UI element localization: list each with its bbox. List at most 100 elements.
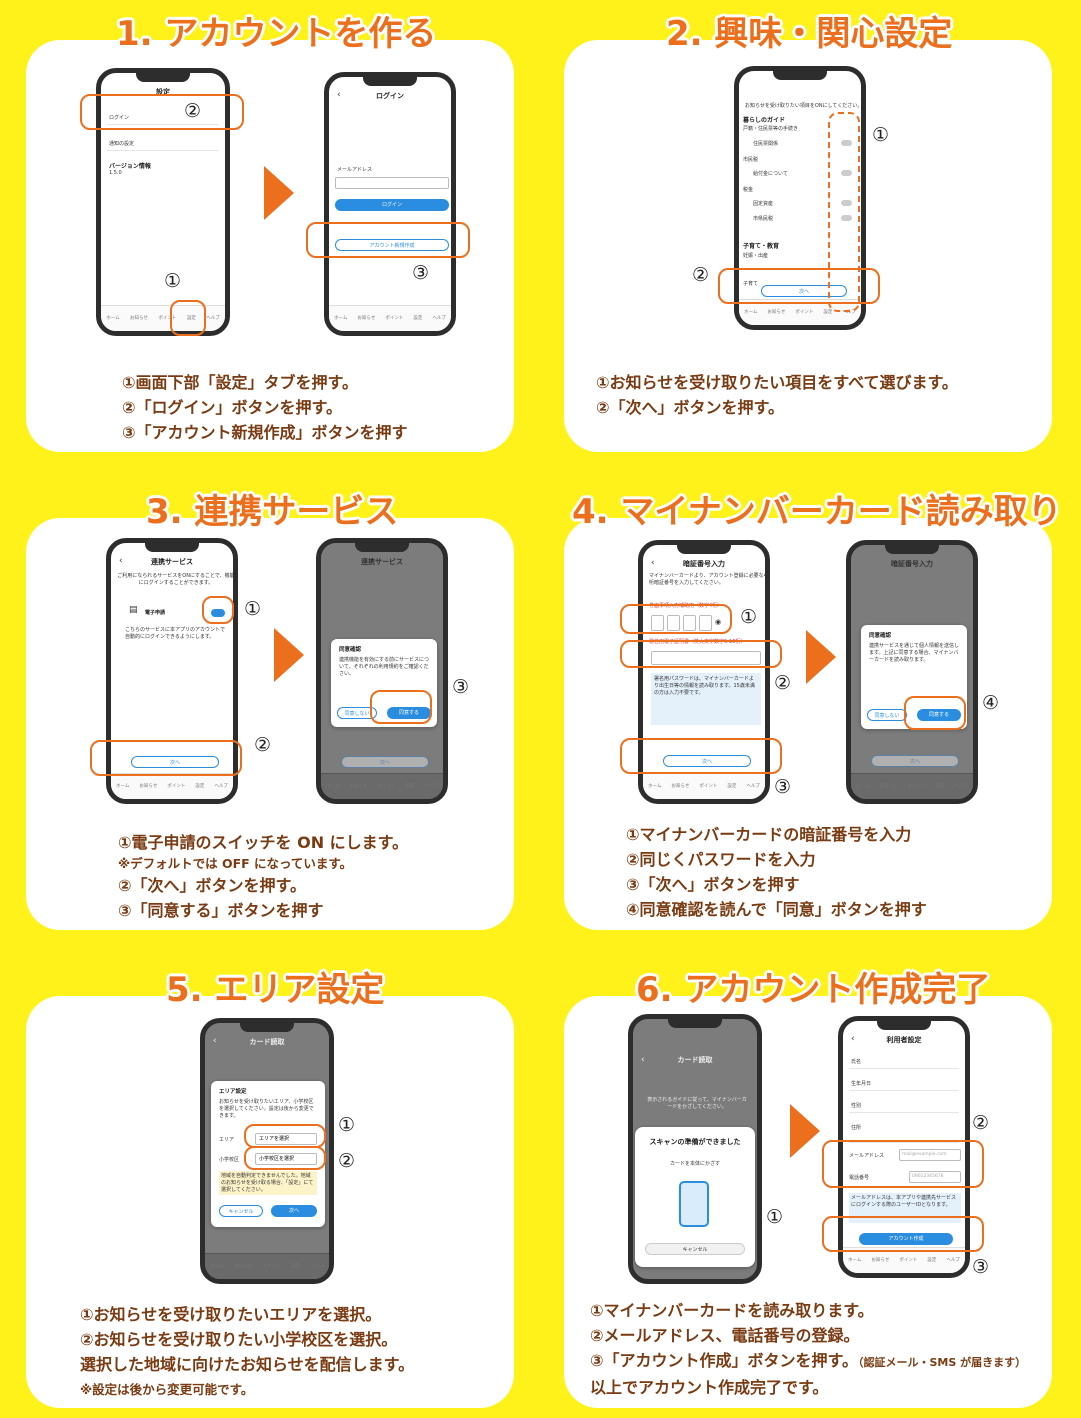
toggle-resident-card[interactable]	[841, 140, 852, 146]
back-icon[interactable]: ‹	[651, 558, 655, 568]
create-account-button[interactable]: アカウント新規作成	[335, 239, 449, 251]
tab-points[interactable]: ポイント	[158, 316, 177, 321]
cancel-button[interactable]: キャンセル	[219, 1205, 263, 1217]
tab-news[interactable]: お知らせ	[357, 316, 376, 321]
tab-points[interactable]: ポイント	[699, 784, 718, 789]
back-icon[interactable]: ‹	[337, 90, 341, 100]
birth-label: 生年月日	[851, 1081, 872, 1087]
desc-line: ④同意確認を読んで「同意」ボタンを押す	[626, 900, 927, 919]
tab-settings[interactable]: 設定	[405, 784, 415, 789]
agree-button[interactable]: 同意する	[387, 707, 431, 719]
highlight-toggle	[202, 596, 234, 624]
next-button[interactable]: 次へ	[271, 1205, 317, 1217]
toggle-resident-tax[interactable]	[841, 215, 852, 221]
tab-home[interactable]: ホーム	[334, 316, 348, 321]
tab-help[interactable]: ヘルプ	[746, 784, 760, 789]
back-icon[interactable]: ‹	[641, 1055, 645, 1065]
tab-settings[interactable]: 設定	[935, 784, 945, 789]
tab-help[interactable]: ヘルプ	[424, 784, 438, 789]
email-field[interactable]: mail@example.com	[899, 1149, 961, 1161]
pin-digit[interactable]	[683, 615, 696, 631]
next-button[interactable]: 次へ	[761, 285, 847, 297]
tab-help[interactable]: ヘルプ	[946, 1258, 960, 1263]
tab-home[interactable]: ホーム	[326, 784, 340, 789]
tab-points[interactable]: ポイント	[385, 316, 404, 321]
disagree-button[interactable]: 同意しない	[337, 707, 377, 719]
step1-description: ①画面下部「設定」タブを押す。 ②「ログイン」ボタンを押す。 ③「アカウント新規…	[122, 370, 408, 445]
tab-help[interactable]: ヘルプ	[954, 784, 968, 789]
tab-home[interactable]: ホーム	[210, 1264, 224, 1269]
tab-settings[interactable]: 設定	[186, 316, 196, 321]
notify-row[interactable]: 通知の設定	[107, 137, 219, 151]
notify-label: 通知の設定	[109, 141, 135, 147]
pin-intro: マイナンバーカードより、アカウント登録に必要な4桁暗証番号を入力してください。	[649, 573, 767, 586]
tab-settings[interactable]: 設定	[195, 784, 205, 789]
tab-points[interactable]: ポイント	[377, 784, 396, 789]
next-button[interactable]: 次へ	[341, 756, 429, 768]
tab-points[interactable]: ポイント	[795, 310, 814, 315]
password-field[interactable]	[651, 651, 761, 665]
dialog-text: 連携サービスを通じて個人情報を送信します。上記に同意する場合、マイナンバーカード…	[869, 643, 960, 663]
tab-news[interactable]: お知らせ	[234, 1264, 252, 1269]
tab-home[interactable]: ホーム	[116, 784, 130, 789]
tab-home[interactable]: ホーム	[848, 1258, 862, 1263]
tab-home[interactable]: ホーム	[106, 316, 120, 321]
back-icon[interactable]: ‹	[851, 1034, 855, 1044]
phone-field[interactable]: 09012345678	[909, 1171, 961, 1183]
tab-bar: ホーム お知らせ ポイント 設定 ヘルプ	[321, 773, 443, 799]
tab-help[interactable]: ヘルプ	[432, 316, 446, 321]
school-select[interactable]: 小学校区を選択	[255, 1153, 317, 1165]
tab-news[interactable]: お知らせ	[767, 310, 786, 315]
tab-news[interactable]: お知らせ	[349, 784, 368, 789]
tab-help[interactable]: ヘルプ	[310, 1264, 324, 1269]
back-icon[interactable]: ‹	[213, 1036, 217, 1046]
scan-sheet: スキャンの準備ができました カードを本体にかざす キャンセル	[635, 1127, 755, 1267]
toggle-fixed-asset[interactable]	[841, 200, 852, 206]
tab-points[interactable]: ポイント	[167, 784, 186, 789]
tab-home[interactable]: ホーム	[856, 784, 870, 789]
toggle-benefit[interactable]	[841, 170, 852, 176]
tab-home[interactable]: ホーム	[648, 784, 662, 789]
desc-line: ②メールアドレス、電話番号の登録。	[590, 1326, 860, 1345]
login-row[interactable]: ログイン	[107, 111, 219, 125]
tab-news[interactable]: お知らせ	[671, 784, 690, 789]
tab-points[interactable]: ポイント	[907, 784, 926, 789]
desc-line-text: ③「アカウント作成」ボタンを押す。	[590, 1351, 858, 1370]
tab-help[interactable]: ヘルプ	[214, 784, 228, 789]
tab-news[interactable]: お知らせ	[871, 1258, 890, 1263]
pin-digit[interactable]	[667, 615, 680, 631]
area-select[interactable]: エリアを選択	[255, 1133, 317, 1145]
highlight-settings-tab	[170, 300, 206, 336]
tab-settings[interactable]: 設定	[290, 1264, 300, 1269]
pin-digit[interactable]	[651, 615, 664, 631]
marker-1: ①	[740, 606, 758, 628]
agree-button[interactable]: 同意する	[917, 709, 961, 721]
e-application-toggle[interactable]	[211, 609, 225, 617]
eye-icon[interactable]: ◉	[715, 618, 722, 626]
create-account-button[interactable]: アカウント作成	[859, 1233, 953, 1245]
highlight-area	[244, 1124, 326, 1148]
next-button[interactable]: 次へ	[663, 755, 751, 767]
back-icon[interactable]: ‹	[119, 556, 123, 566]
tab-settings[interactable]: 設定	[413, 316, 423, 321]
tab-home[interactable]: ホーム	[744, 310, 758, 315]
tab-bar: ホーム お知らせ ポイント 設定 ヘルプ	[851, 773, 973, 799]
tab-settings[interactable]: 設定	[927, 1258, 937, 1263]
step3-phone-consent: 連携サービス 同意確認 連携機能を有効にする前にサービスについて、それぞれの利用…	[316, 538, 448, 804]
tab-points[interactable]: ポイント	[262, 1264, 281, 1269]
login-button[interactable]: ログイン	[335, 199, 449, 211]
tab-settings[interactable]: 設定	[823, 310, 833, 315]
tab-settings[interactable]: 設定	[727, 784, 737, 789]
tab-news[interactable]: お知らせ	[879, 784, 898, 789]
tab-news[interactable]: お知らせ	[139, 784, 158, 789]
next-button[interactable]: 次へ	[131, 756, 219, 768]
disagree-button[interactable]: 同意しない	[867, 709, 907, 721]
tab-help[interactable]: ヘルプ	[206, 316, 220, 321]
tab-news[interactable]: お知らせ	[130, 316, 148, 321]
tab-points[interactable]: ポイント	[899, 1258, 918, 1263]
cancel-button[interactable]: キャンセル	[645, 1243, 745, 1255]
tab-help[interactable]: ヘルプ	[842, 310, 856, 315]
email-field[interactable]	[335, 177, 449, 189]
pin-digit[interactable]	[699, 615, 712, 631]
next-button[interactable]: 次へ	[871, 755, 959, 767]
